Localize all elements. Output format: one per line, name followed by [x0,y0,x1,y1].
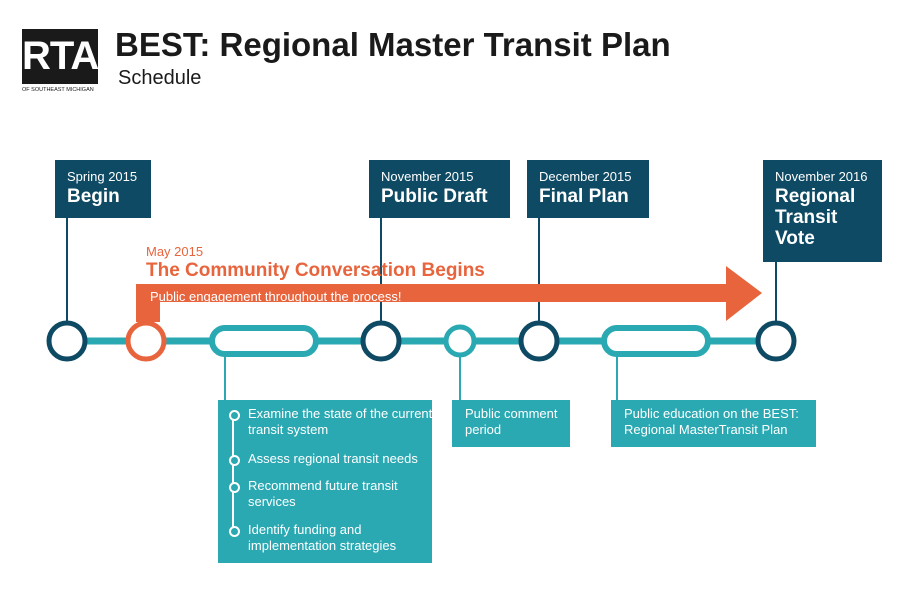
milestone-date: Spring 2015 [67,169,138,184]
connector-comment [459,355,461,400]
milestone-vote: November 2016 Regional Transit Vote [763,160,882,262]
phase-pill-analysis [209,325,319,357]
node-public-draft [360,320,402,362]
node-comment [443,324,477,358]
milestone-date: November 2016 [775,169,868,184]
milestone-public-draft: November 2015 Public Draft [369,160,510,218]
engagement-arrow [136,266,762,322]
arrow-label: Public engagement throughout the process… [150,289,402,304]
milestone-label: Public Draft [381,186,488,207]
milestone-label: Begin [67,186,120,207]
public-comment-box: Public comment period [452,400,570,447]
public-education-text: Public education on the BEST: Regional M… [624,406,799,437]
community-title: The Community Conversation Begins [146,260,485,281]
connector-final-plan [538,218,540,322]
rta-logo: RTA [22,29,99,84]
page-subtitle: Schedule [118,67,202,89]
phase-pill-education [601,325,711,357]
logo-subtext: OF SOUTHEAST MICHIGAN [22,87,94,93]
step-text: Assess regional transit needs [248,451,418,466]
community-date: May 2015 [146,244,204,259]
milestone-date: December 2015 [539,169,632,184]
node-vote [755,320,797,362]
page-title: BEST: Regional Master Transit Plan [115,26,671,63]
node-community [125,320,167,362]
step-track [232,415,234,531]
connector-analysis [224,354,226,400]
milestone-label: Final Plan [539,186,629,207]
step-text: Identify funding and implementation stra… [248,522,397,553]
milestone-final-plan: December 2015 Final Plan [527,160,649,218]
connector-public-draft [380,218,382,322]
public-education-box: Public education on the BEST: Regional M… [611,400,816,447]
node-final-plan [518,320,560,362]
milestone-label: Regional Transit Vote [775,186,856,249]
milestone-date: November 2015 [381,169,474,184]
milestone-begin: Spring 2015 Begin [55,160,151,218]
connector-education [616,354,618,400]
connector-vote [775,262,777,322]
analysis-steps-box: Examine the state of the current transit… [218,400,432,563]
public-comment-text: Public comment period [465,406,558,437]
step-text: Examine the state of the current transit… [248,406,433,437]
step-dot [229,482,240,493]
connector-begin [66,218,68,322]
node-begin [46,320,88,362]
step-text: Recommend future transit services [248,478,398,509]
step-dot [229,526,240,537]
step-dot [229,410,240,421]
step-dot [229,455,240,466]
